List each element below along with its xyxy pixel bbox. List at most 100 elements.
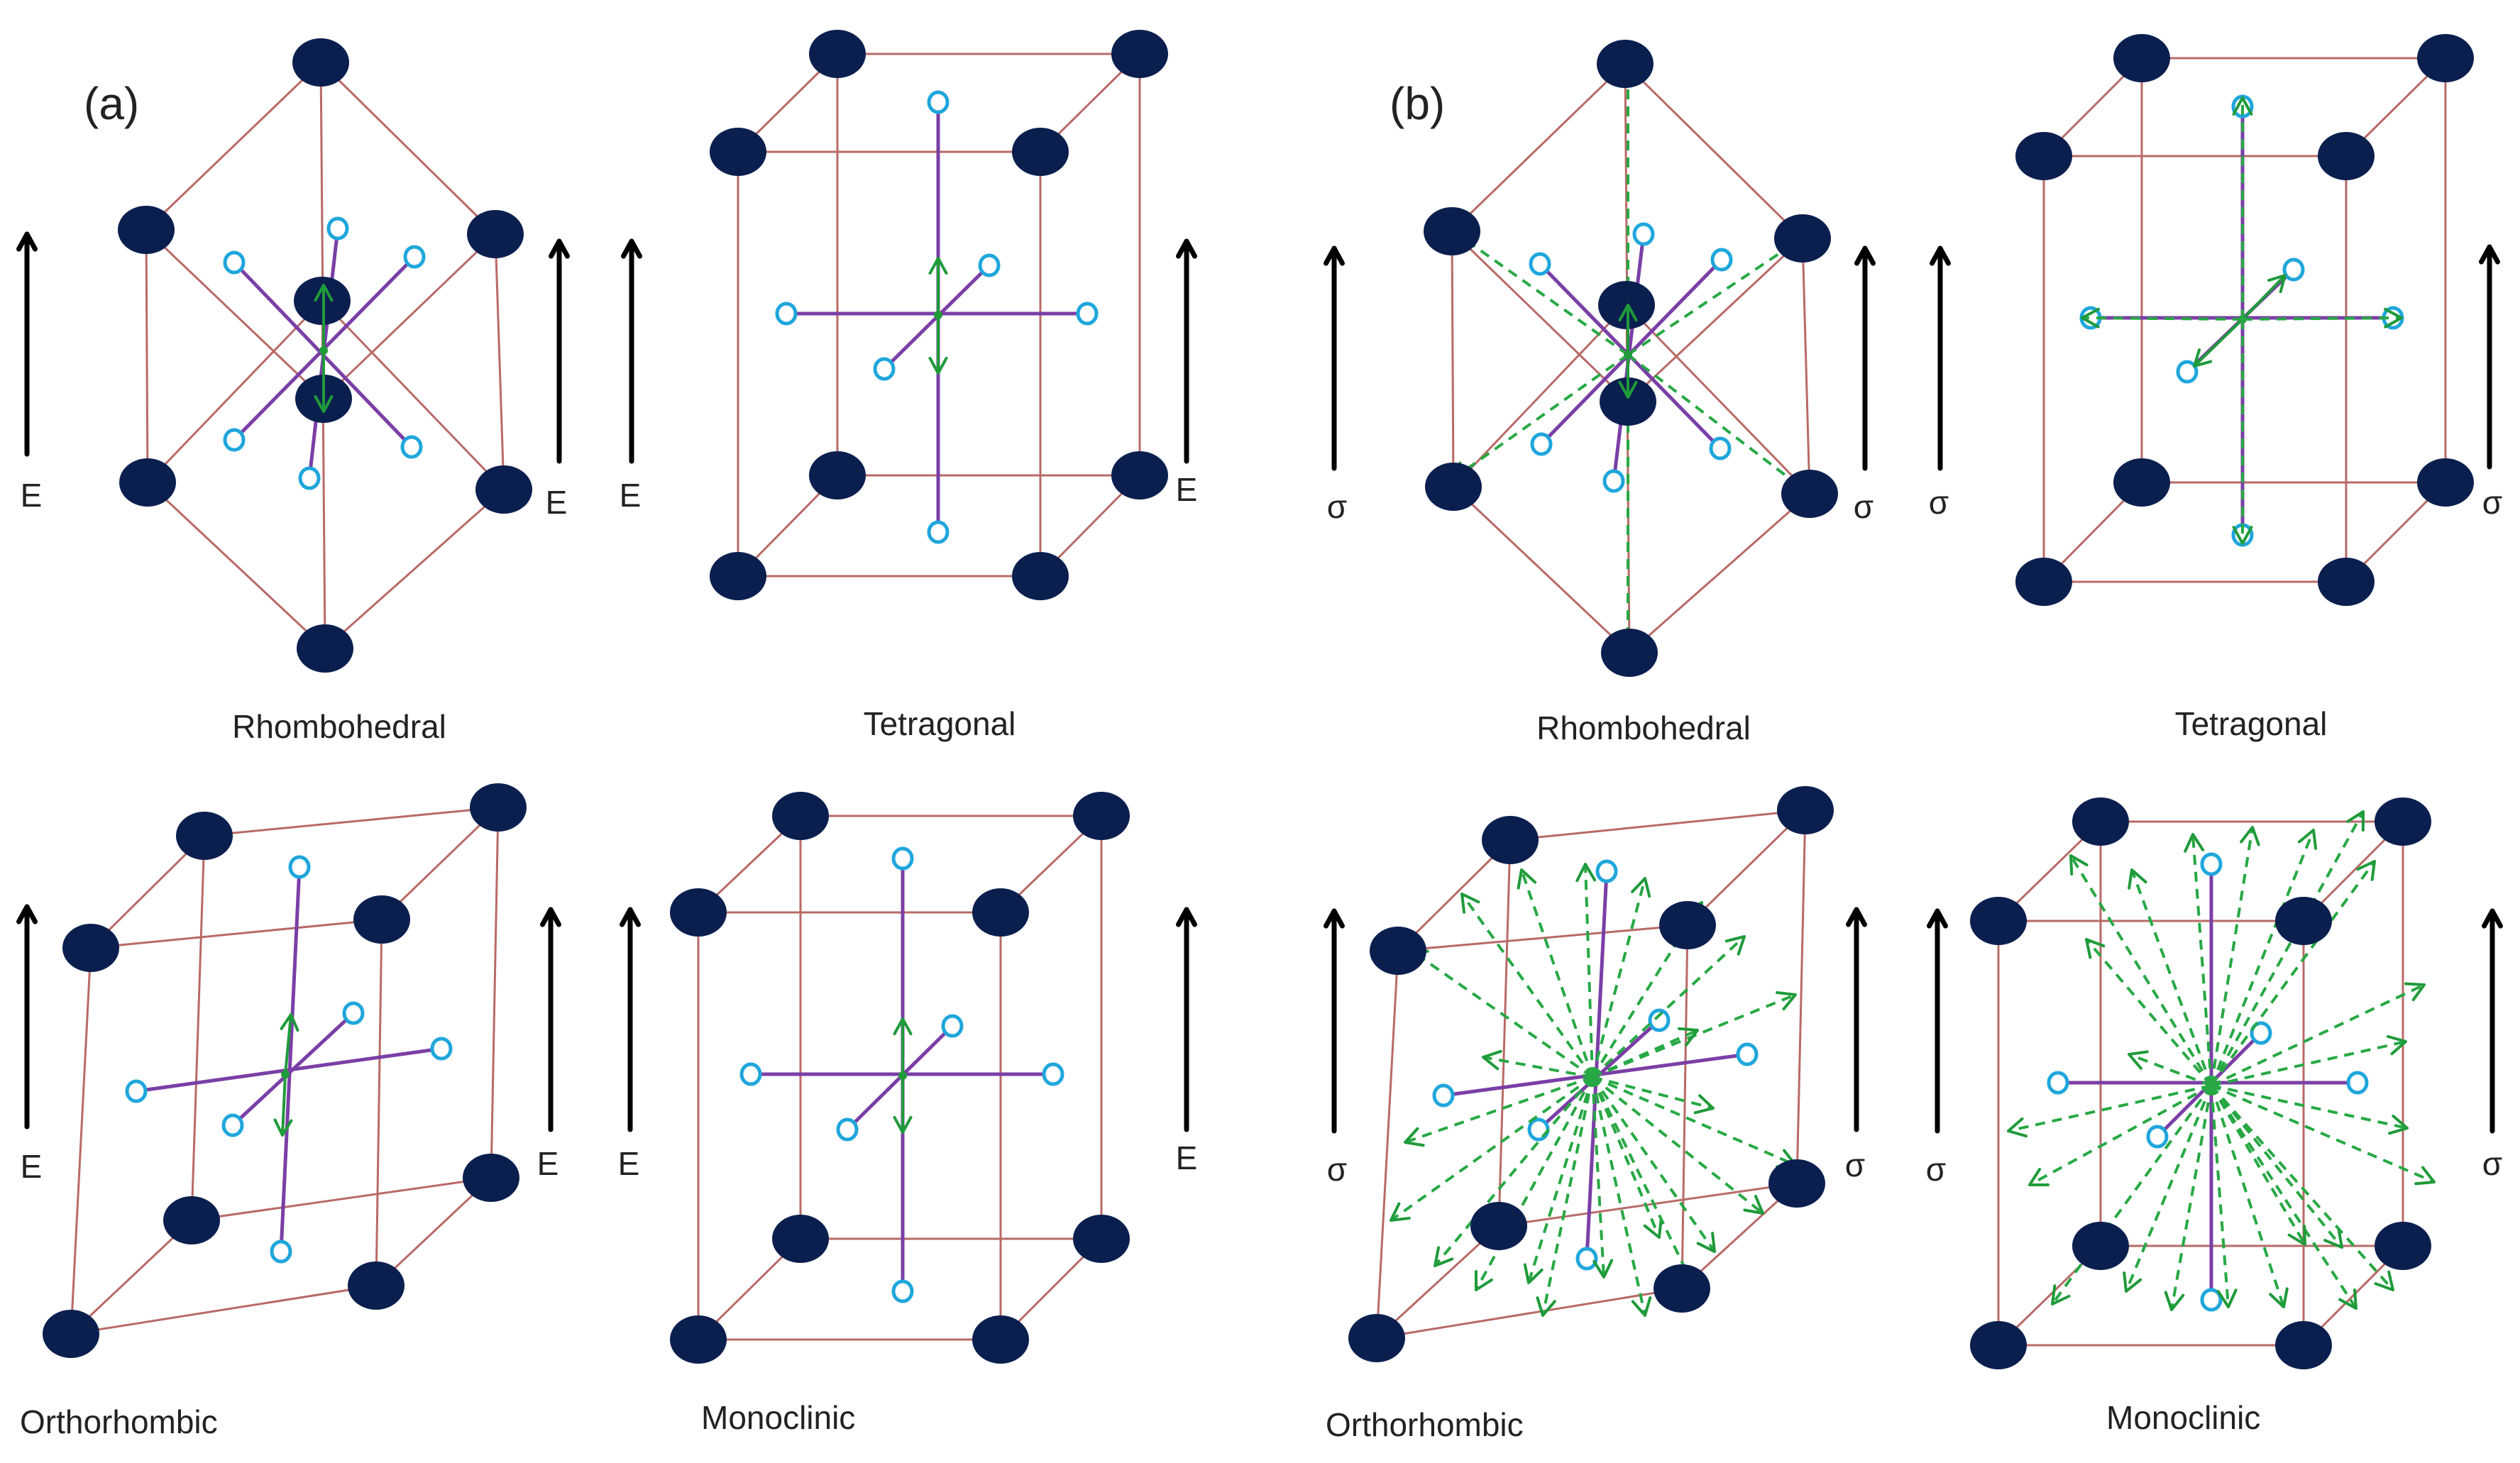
oxygen-site: [2200, 1288, 2223, 1312]
polarization-direction-arrowhead: [2007, 1117, 2027, 1138]
polarization-direction-arrow: [1482, 1056, 1593, 1078]
oxygen-site: [298, 466, 321, 490]
field-label: σ: [2482, 484, 2502, 521]
cell-edge: [494, 233, 505, 490]
cation-atom: [2072, 797, 2129, 846]
field-arrowhead: [2478, 244, 2501, 265]
polarization-arrowhead: [314, 284, 334, 302]
cation-atom: [1774, 214, 1831, 263]
field-label: σ: [1327, 488, 1347, 525]
oxygen-site: [1710, 248, 1733, 272]
cell-edge: [1397, 839, 1512, 952]
cation-atom: [710, 128, 766, 176]
cation-atom: [2015, 558, 2072, 606]
cation-atom: [1073, 792, 1130, 840]
polarization-direction-arrowhead: [2356, 860, 2376, 881]
polarization-arrowhead: [2267, 274, 2287, 294]
cell-edge: [145, 229, 149, 483]
cation-atom: [176, 812, 233, 860]
polarization-direction-arrow: [2210, 1084, 2306, 1246]
field-label: σ: [2482, 1145, 2502, 1182]
cell-edge: [89, 834, 206, 949]
cell-edge: [90, 918, 383, 949]
cell-edge: [321, 299, 505, 491]
polarization-direction-arrow: [1451, 353, 1629, 481]
polarization-direction-arrow: [2170, 1085, 2213, 1310]
polarization-direction-arrow: [1592, 1076, 1714, 1110]
oxygen-site: [400, 435, 423, 459]
cation-atom: [1597, 40, 1654, 88]
polarization-direction-arrowhead: [1643, 1218, 1663, 1239]
polarization-direction-arrow: [1408, 948, 1594, 1078]
polarization-direction-arrow: [1460, 893, 1594, 1078]
polarization-direction-arrowhead: [1482, 1049, 1502, 1071]
oxygen-site: [125, 1079, 148, 1103]
cation-atom: [297, 624, 353, 673]
polarization-direction-arrowhead: [2081, 307, 2100, 329]
cation-atom: [1425, 463, 1482, 511]
polarization-direction-arrow: [2210, 860, 2376, 1087]
polarization-direction-arrow: [2210, 811, 2365, 1086]
polarization-arrow: [2241, 274, 2287, 321]
cell-edge: [145, 61, 322, 231]
cell-edge: [1624, 62, 1804, 240]
oxygen-site: [2282, 258, 2305, 282]
panel-b-letter: (b): [1390, 78, 1445, 129]
label-monoclinic-b: Monoclinic: [2106, 1399, 2260, 1436]
cell-edge: [146, 481, 326, 650]
cell-edge: [1627, 237, 1804, 403]
polarization-direction-arrow: [1627, 353, 1811, 495]
polarization-direction-arrow: [2081, 316, 2243, 321]
panel-a-letter: (a): [84, 78, 139, 129]
polarization-direction-arrow: [1591, 878, 1646, 1078]
oxygen-site: [941, 1014, 964, 1038]
polarization-arrowhead: [314, 394, 334, 413]
unit-cells: [43, 30, 2474, 1369]
polarization-direction-arrowhead: [2232, 526, 2253, 545]
polarization-direction-arrow: [1475, 1076, 1594, 1291]
label-orthorhombic-a: Orthorhombic: [20, 1403, 218, 1440]
polarization-direction-arrow: [1591, 935, 1746, 1078]
oxygen-site: [223, 250, 246, 275]
polarization-direction-arrow: [1390, 1076, 1594, 1222]
oxygen-site: [1529, 252, 1551, 276]
cell-edge: [1375, 1225, 1500, 1340]
polarization-direction-arrowhead: [1592, 1259, 1614, 1279]
polarization-direction-arrowhead: [2388, 1114, 2409, 1135]
polarization-direction-arrowhead: [2384, 307, 2403, 329]
oxygen-site: [270, 1240, 292, 1264]
polarization-direction-arrowhead: [1575, 863, 1597, 883]
cation-atom: [972, 1315, 1029, 1364]
cell-edge: [324, 488, 505, 650]
polarization-direction-arrowhead: [2164, 1291, 2185, 1311]
cation-atom: [1768, 1159, 1825, 1208]
cell-edge: [145, 228, 325, 400]
cation-atom: [2375, 1222, 2431, 1270]
field-arrowhead: [1323, 908, 1346, 929]
polarization-arrow: [281, 1073, 287, 1136]
polarization-direction-arrowhead: [1475, 1270, 1493, 1291]
polarization-direction-arrowhead: [2323, 1227, 2343, 1249]
polarization-direction-arrow: [1592, 1076, 1796, 1166]
oxygen-site: [1527, 1117, 1550, 1142]
polarization-direction-arrow: [1434, 1076, 1594, 1267]
field-arrowhead: [619, 907, 642, 927]
oxygen-site: [1530, 432, 1553, 456]
cell-edge: [204, 806, 499, 837]
cell-edge: [1375, 950, 1399, 1339]
cation-atom: [1777, 786, 1834, 834]
oxygen-site: [1632, 222, 1655, 246]
label-monoclinic-a: Monoclinic: [701, 1399, 855, 1436]
field-arrowhead: [1845, 907, 1868, 927]
cation-atom: [772, 1215, 829, 1263]
cation-atom: [163, 1196, 220, 1244]
polarization-direction-arrow: [2210, 1085, 2230, 1308]
field-arrowhead: [1854, 245, 1876, 266]
polarization-direction-arrowhead: [2216, 1288, 2238, 1308]
cell-edge: [1509, 809, 1806, 841]
cation-atom: [353, 895, 410, 944]
cation-atom: [119, 458, 176, 507]
oxygen-site: [1602, 469, 1625, 493]
cell-rhombohedral-a: [118, 38, 532, 673]
oxygen-site: [2047, 1071, 2069, 1095]
